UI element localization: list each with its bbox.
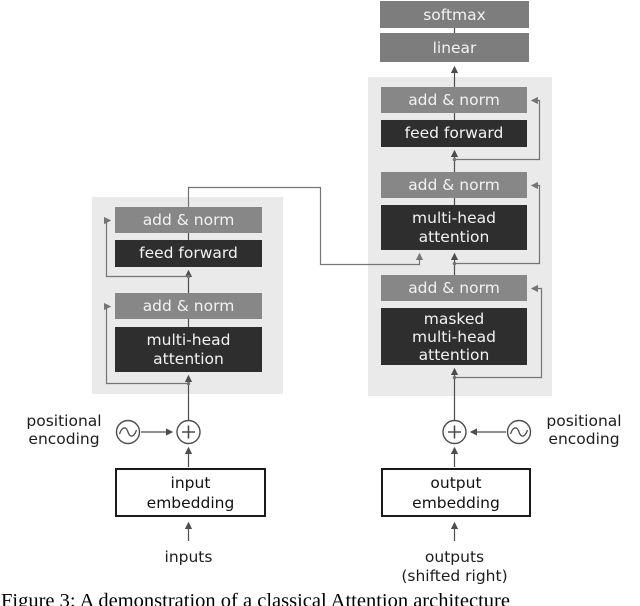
decoder-feed-forward: feed forward (381, 120, 527, 147)
input-embedding-box: input embedding (115, 468, 266, 517)
plus-icon (182, 425, 195, 439)
decoder-multi-head-attention: multi-head attention (381, 205, 527, 250)
encoder-multi-head-attention: multi-head attention (115, 327, 262, 372)
encoder-feed-forward: feed forward (115, 240, 262, 267)
sine-icon (118, 427, 138, 437)
sine-circle (506, 419, 532, 445)
encoder-add-norm-bottom: add & norm (115, 293, 262, 319)
inputs-label: inputs (164, 548, 213, 566)
figure-caption: Figure 3: A demonstration of a classical… (1, 590, 510, 606)
plus-circle (176, 419, 201, 445)
decoder-masked-multi-head-attention: masked multi-head attention (381, 308, 527, 365)
encoder-add-norm-top: add & norm (115, 207, 262, 233)
positional-encoding-node-left (115, 419, 201, 467)
positional-encoding-label-right: positional encoding (546, 412, 622, 448)
plus-icon (448, 425, 461, 439)
bottom-input-arrows (184, 521, 459, 541)
plus-circle (442, 419, 467, 445)
linear-box: linear (380, 33, 529, 62)
outputs-label: outputs (shifted right) (401, 548, 508, 585)
decoder-add-norm-bottom: add & norm (381, 275, 527, 301)
positional-encoding-node-right (442, 419, 532, 467)
sine-circle (115, 419, 141, 445)
decoder-add-norm-mid: add & norm (381, 172, 527, 198)
decoder-add-norm-top: add & norm (381, 87, 527, 113)
softmax-box: softmax (380, 1, 529, 28)
sine-icon (509, 427, 529, 437)
positional-encoding-label-left: positional encoding (26, 412, 102, 448)
output-embedding-box: output embedding (381, 468, 531, 517)
